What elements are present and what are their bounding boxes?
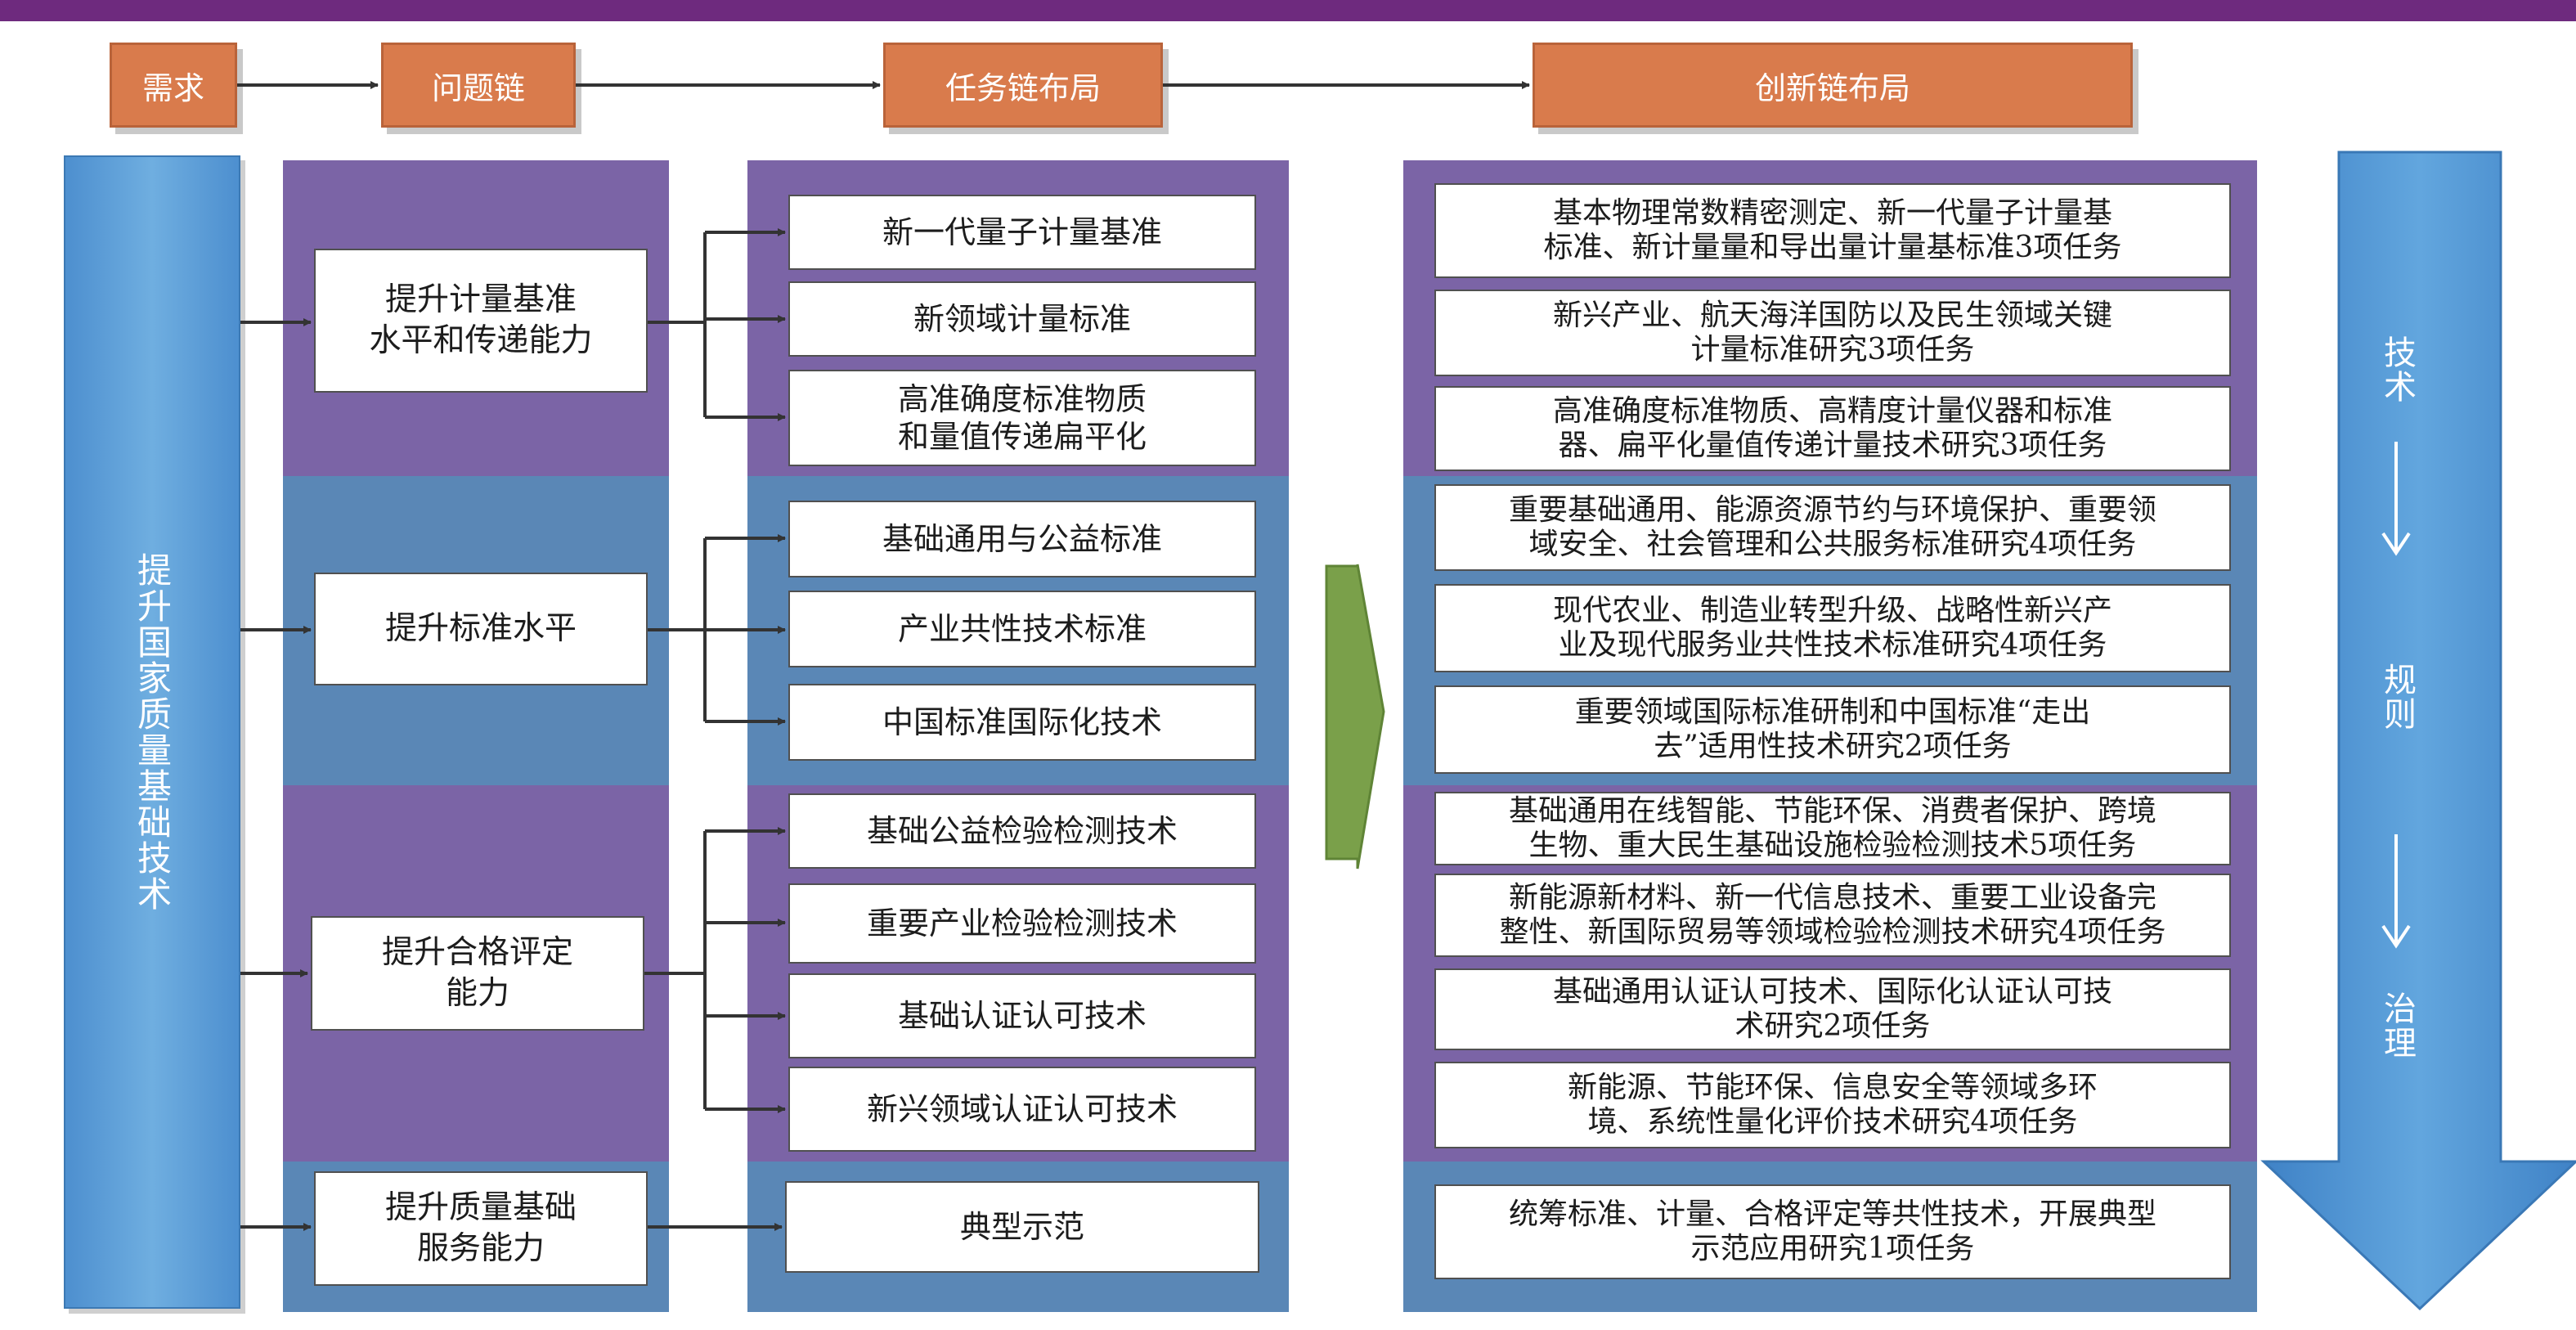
task-box-7: 基础公益检验检测技术 xyxy=(788,793,1256,869)
right-arrow-label-3: 治理 xyxy=(2378,991,2416,1060)
task-box-9-label: 基础认证认可技术 xyxy=(897,998,1147,1034)
problem-box-service: 提升质量基础 服务能力 xyxy=(314,1171,648,1286)
innovation-box-2-label: 新兴产业、航天海洋国防以及民生领域关键 计量标准研究3项任务 xyxy=(1552,299,2112,366)
right-arrow-label-1-wrap: 技术 xyxy=(2373,335,2419,407)
header-demand: 需求 xyxy=(110,43,237,128)
fan-problem-2 xyxy=(648,534,786,726)
left-column: 提升国家质量基础技术 xyxy=(64,155,240,1309)
header-innovation-chain-label: 创新链布局 xyxy=(1754,70,1910,106)
task-box-3-label: 高准确度标准物质 和量值传递扁平化 xyxy=(897,381,1147,455)
task-box-5-label: 产业共性技术标准 xyxy=(897,611,1147,647)
top-bar xyxy=(0,0,2576,21)
innovation-box-4: 重要基础通用、能源资源节约与环境保护、重要领 域安全、社会管理和公共服务标准研究… xyxy=(1434,484,2231,571)
innovation-box-8-label: 新能源新材料、新一代信息技术、重要工业设备完 整性、新国际贸易等领域检验检测技术… xyxy=(1499,881,2166,949)
innovation-box-7-label: 基础通用在线智能、节能环保、消费者保护、跨境 生物、重大民生基础设施检验检测技术… xyxy=(1508,794,2156,862)
fan-problem-1 xyxy=(648,228,786,421)
innovation-box-7: 基础通用在线智能、节能环保、消费者保护、跨境 生物、重大民生基础设施检验检测技术… xyxy=(1434,792,2231,865)
header-problem-chain: 问题链 xyxy=(381,43,576,128)
problem-box-conformity-label: 提升合格评定 能力 xyxy=(381,934,573,1012)
task-box-3: 高准确度标准物质 和量值传递扁平化 xyxy=(788,370,1256,466)
task-box-11-label: 典型示范 xyxy=(959,1209,1084,1245)
task-box-4: 基础通用与公益标准 xyxy=(788,501,1256,577)
innovation-box-1: 基本物理常数精密测定、新一代量子计量基 标准、新计量量和导出量计量基标准3项任务 xyxy=(1434,183,2231,278)
innovation-box-9: 基础通用认证认可技术、国际化认证认可技 术研究2项任务 xyxy=(1434,968,2231,1050)
task-box-2-label: 新领域计量标准 xyxy=(913,301,1131,337)
task-box-8: 重要产业检验检测技术 xyxy=(788,883,1256,964)
left-column-label: 提升国家质量基础技术 xyxy=(132,552,173,912)
problem-box-metrology: 提升计量基准 水平和传递能力 xyxy=(314,249,648,393)
task-box-11: 典型示范 xyxy=(785,1181,1259,1273)
right-arrow-label-2-wrap: 规则 xyxy=(2373,663,2419,735)
problem-box-service-label: 提升质量基础 服务能力 xyxy=(384,1189,577,1267)
big-green-arrow xyxy=(1325,564,1385,869)
innovation-box-3-label: 高准确度标准物质、高精度计量仪器和标准 器、扁平化量值传递计量技术研究3项任务 xyxy=(1552,394,2112,462)
task-box-2: 新领域计量标准 xyxy=(788,281,1256,357)
down-arrow-icon-1-head xyxy=(2381,532,2411,556)
task-box-1: 新一代量子计量基准 xyxy=(788,195,1256,270)
right-arrow-label-2: 规则 xyxy=(2378,663,2416,731)
innovation-box-10: 新能源、节能环保、信息安全等领域多环 境、系统性量化评价技术研究4项任务 xyxy=(1434,1062,2231,1148)
innovation-box-9-label: 基础通用认证认可技术、国际化认证认可技 术研究2项任务 xyxy=(1552,975,2112,1043)
fan-problem-3 xyxy=(644,827,786,1113)
problem-box-conformity: 提升合格评定 能力 xyxy=(311,916,644,1031)
task-box-1-label: 新一代量子计量基准 xyxy=(882,214,1162,250)
innovation-box-8: 新能源新材料、新一代信息技术、重要工业设备完 整性、新国际贸易等领域检验检测技术… xyxy=(1434,874,2231,957)
innovation-box-6: 重要领域国际标准研制和中国标准“走出 去”适用性技术研究2项任务 xyxy=(1434,685,2231,774)
innovation-box-2: 新兴产业、航天海洋国防以及民生领域关键 计量标准研究3项任务 xyxy=(1434,290,2231,376)
task-box-10-label: 新兴领域认证认可技术 xyxy=(866,1091,1178,1127)
innovation-box-3: 高准确度标准物质、高精度计量仪器和标准 器、扁平化量值传递计量技术研究3项任务 xyxy=(1434,386,2231,471)
task-box-6-label: 中国标准国际化技术 xyxy=(882,704,1162,740)
header-demand-label: 需求 xyxy=(141,70,204,106)
header-task-chain-label: 任务链布局 xyxy=(945,70,1101,106)
header-task-chain: 任务链布局 xyxy=(883,43,1163,128)
right-arrow-label-1: 技术 xyxy=(2378,335,2416,404)
innovation-box-11-label: 统筹标准、计量、合格评定等共性技术，开展典型 示范应用研究1项任务 xyxy=(1508,1197,2156,1265)
right-arrow-label-3-wrap: 治理 xyxy=(2373,991,2419,1063)
problem-box-standards-label: 提升标准水平 xyxy=(384,610,577,647)
innovation-box-5-label: 现代农业、制造业转型升级、战略性新兴产 业及现代服务业共性技术标准研究4项任务 xyxy=(1552,594,2112,662)
task-box-4-label: 基础通用与公益标准 xyxy=(882,521,1162,557)
innovation-box-11: 统筹标准、计量、合格评定等共性技术，开展典型 示范应用研究1项任务 xyxy=(1434,1184,2231,1279)
problem-box-metrology-label: 提升计量基准 水平和传递能力 xyxy=(369,281,593,359)
down-arrow-icon-2-head xyxy=(2381,924,2411,949)
header-problem-chain-label: 问题链 xyxy=(431,70,525,106)
task-box-9: 基础认证认可技术 xyxy=(788,973,1256,1058)
header-innovation-chain: 创新链布局 xyxy=(1533,43,2133,128)
innovation-box-4-label: 重要基础通用、能源资源节约与环境保护、重要领 域安全、社会管理和公共服务标准研究… xyxy=(1508,493,2156,561)
innovation-box-1-label: 基本物理常数精密测定、新一代量子计量基 标准、新计量量和导出量计量基标准3项任务 xyxy=(1543,196,2122,264)
innovation-box-6-label: 重要领域国际标准研制和中国标准“走出 去”适用性技术研究2项任务 xyxy=(1574,695,2091,763)
right-down-arrow xyxy=(2260,151,2576,1311)
problem-box-standards: 提升标准水平 xyxy=(314,573,648,685)
task-box-8-label: 重要产业检验检测技术 xyxy=(866,905,1178,941)
task-box-7-label: 基础公益检验检测技术 xyxy=(866,813,1178,849)
task-box-6: 中国标准国际化技术 xyxy=(788,684,1256,761)
task-box-10: 新兴领域认证认可技术 xyxy=(788,1067,1256,1152)
task-box-5: 产业共性技术标准 xyxy=(788,591,1256,667)
innovation-box-5: 现代农业、制造业转型升级、战略性新兴产 业及现代服务业共性技术标准研究4项任务 xyxy=(1434,584,2231,672)
innovation-box-10-label: 新能源、节能环保、信息安全等领域多环 境、系统性量化评价技术研究4项任务 xyxy=(1567,1071,2098,1139)
